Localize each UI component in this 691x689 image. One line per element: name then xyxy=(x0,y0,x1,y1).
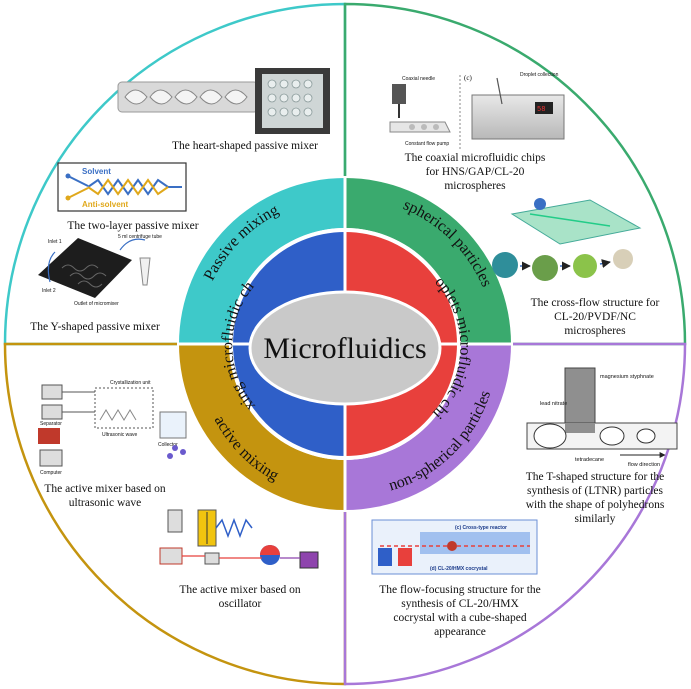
label-flow-direction: flow direction xyxy=(628,462,660,468)
middle-ring xyxy=(179,178,511,510)
outer-quadrant-nonspherical-border xyxy=(343,342,687,686)
caption-oscillator-line1: The active mixer based on xyxy=(179,584,301,596)
caption-two-layer-mixer: The two-layer passive mixer xyxy=(67,220,199,232)
middle-ring-active xyxy=(179,344,345,510)
y-mixer-image: Inlet 1 Inlet 2 5 ml centrifuge tube Out… xyxy=(38,234,162,307)
label-outlet-micromixer: Outlet of micromixer xyxy=(74,301,119,307)
caption-t-shaped-line2: synthesis of (LTNR) particles xyxy=(527,485,663,497)
flow-focusing-image: (c) Cross-type reactor (d) CL-20/HMX coc… xyxy=(371,519,538,575)
caption-ultrasonic-line2: ultrasonic wave xyxy=(68,497,142,509)
svg-text:58: 58 xyxy=(537,106,545,114)
label-computer: Computer xyxy=(40,470,62,476)
caption-cross-flow-line1: The cross-flow structure for xyxy=(530,297,660,309)
caption-flow-focusing-line3: cocrystal with a cube-shaped xyxy=(393,612,527,624)
label-magnesium-stephnate: magnesium styphnate xyxy=(600,374,654,380)
heart-mixer-image xyxy=(117,68,330,134)
label-lead-nitrate: lead nitrate xyxy=(540,401,567,407)
label-inlet1: Inlet 1 xyxy=(48,239,62,245)
caption-coaxial: The coaxial microfluidic chips for HNS/G… xyxy=(380,151,570,193)
caption-y-mixer: The Y-shaped passive mixer xyxy=(30,321,160,333)
caption-cross-flow: The cross-flow structure for CL-20/PVDF/… xyxy=(510,296,680,338)
ultrasonic-mixer-image: Crystallization unit Ultrasonic wave Sep… xyxy=(38,380,187,476)
caption-cross-flow-line2: CL-20/PVDF/NC xyxy=(554,311,636,323)
label-inlet2: Inlet 2 xyxy=(42,288,56,294)
label-crystallization-unit: Crystallization unit xyxy=(110,380,151,386)
caption-ultrasonic-line1: The active mixer based on xyxy=(44,483,166,495)
caption-cross-flow-line3: microspheres xyxy=(564,325,626,337)
caption-flow-focusing-line2: synthesis of CL-20/HMX xyxy=(401,598,519,610)
middle-ring-spherical xyxy=(345,178,511,344)
label-tetradecane: tetradecane xyxy=(575,457,604,463)
label-droplet-collection: Droplet collection xyxy=(520,72,559,78)
caption-heart-mixer: The heart-shaped passive mixer xyxy=(172,140,318,152)
middle-ring-nonspherical xyxy=(345,344,511,510)
label-cocrystal: (d) CL-20/HMX cocrystal xyxy=(430,566,488,572)
two-layer-mixer-image: Solvent Anti-solvent xyxy=(57,162,187,212)
caption-ultrasonic: The active mixer based on ultrasonic wav… xyxy=(30,482,180,510)
oscillator-mixer-image xyxy=(159,509,319,569)
label-panel-c: (c) xyxy=(464,74,472,82)
caption-flow-focusing-line1: The flow-focusing structure for the xyxy=(379,584,541,596)
caption-t-shaped-line3: with the shape of polyhedrons xyxy=(525,499,665,511)
label-collector: Collector xyxy=(158,442,178,448)
caption-t-shaped: The T-shaped structure for the synthesis… xyxy=(505,470,685,526)
middle-ring-passive xyxy=(179,178,345,344)
caption-coaxial-line3: microspheres xyxy=(444,180,506,192)
outer-quadrant-passive-border xyxy=(3,2,347,346)
cross-flow-image xyxy=(492,198,642,281)
caption-oscillator-line2: oscillator xyxy=(218,598,262,610)
label-outlet-tube: 5 ml centrifuge tube xyxy=(118,234,162,240)
caption-oscillator: The active mixer based on oscillator xyxy=(155,583,325,611)
caption-flow-focusing-line4: appearance xyxy=(434,626,486,638)
label-coaxial-needle: Coaxial needle xyxy=(402,76,435,82)
label-separator: Separator xyxy=(40,421,62,427)
caption-flow-focusing: The flow-focusing structure for the synt… xyxy=(360,583,560,639)
center-title: Microfluidics xyxy=(263,332,426,365)
label-anti-solvent: Anti-solvent xyxy=(82,200,129,209)
label-solvent: Solvent xyxy=(82,167,111,176)
outer-quadrant-active-border xyxy=(3,342,347,686)
caption-t-shaped-line4: similarly xyxy=(574,513,616,525)
caption-t-shaped-line1: The T-shaped structure for the xyxy=(525,471,665,483)
outer-quadrant-spherical-border xyxy=(343,2,687,346)
center-ellipse xyxy=(248,290,442,406)
label-cross-type-reactor: (c) Cross-type reactor xyxy=(455,525,507,531)
coaxial-chip-image: 58 Coaxial needle Droplet collection Con… xyxy=(389,72,565,150)
label-constant-flow-pump: Constant flow pump xyxy=(405,141,449,147)
label-ultrasonic-wave: Ultrasonic wave xyxy=(102,432,138,438)
caption-coaxial-line1: The coaxial microfluidic chips xyxy=(404,152,546,164)
caption-coaxial-line2: for HNS/GAP/CL-20 xyxy=(425,166,525,178)
t-shaped-image: magnesium styphnate lead nitrate tetrade… xyxy=(526,367,678,468)
